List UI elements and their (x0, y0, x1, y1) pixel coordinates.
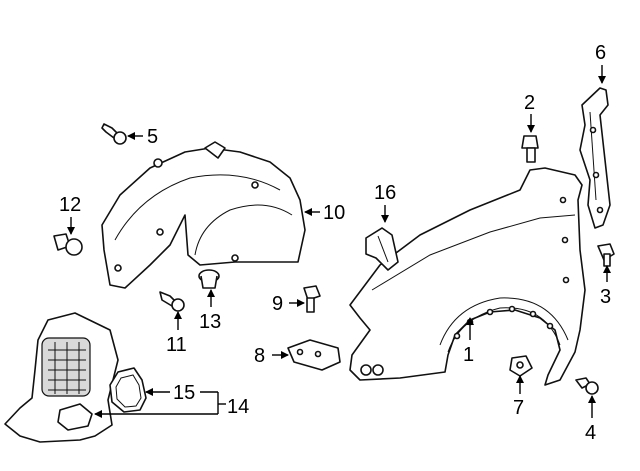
leader-lines (67, 65, 611, 418)
small-bracket (365, 227, 399, 271)
screw-11 (159, 291, 185, 312)
bolt-2 (521, 135, 539, 163)
bracket-strip (579, 87, 611, 229)
bolt-9 (303, 285, 321, 313)
seal-ring (109, 367, 147, 413)
bolt-3 (597, 243, 615, 267)
callout-11: 11 (166, 334, 187, 356)
callout-15: 15 (173, 382, 195, 404)
callout-7: 7 (513, 397, 524, 419)
callout-1: 1 (463, 344, 474, 366)
clip-12 (53, 233, 83, 256)
nut-13 (198, 269, 220, 289)
callout-3: 3 (600, 286, 611, 308)
callout-13: 13 (199, 311, 221, 333)
callout-10: 10 (323, 202, 345, 224)
screw-5 (101, 123, 127, 145)
callout-8: 8 (254, 345, 265, 367)
callout-4: 4 (585, 422, 596, 444)
callout-14: 14 (227, 396, 249, 418)
splash-shield (4, 312, 119, 443)
callout-6: 6 (595, 42, 606, 64)
fender-liner (101, 141, 306, 289)
callout-9: 9 (272, 293, 283, 315)
callout-2: 2 (524, 92, 535, 114)
callout-16: 16 (374, 182, 396, 204)
mount-bracket (287, 339, 341, 371)
callout-12: 12 (59, 194, 81, 216)
nut-7 (509, 355, 533, 377)
callout-5: 5 (147, 126, 158, 148)
bolt-4 (575, 377, 599, 395)
